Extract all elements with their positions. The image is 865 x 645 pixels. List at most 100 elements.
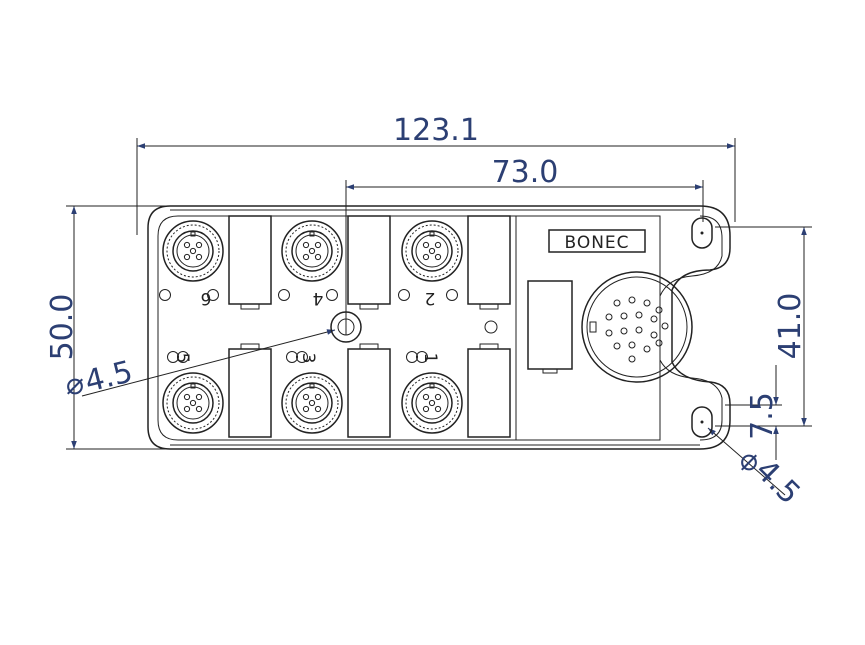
- connector-pin: [650, 315, 658, 323]
- label-slot: [228, 348, 272, 438]
- connector-latch: [527, 280, 573, 374]
- dimension-hole-spacing: 41.0: [715, 226, 812, 427]
- port-pin: [314, 393, 322, 401]
- port-label-5: 5: [172, 353, 192, 364]
- led-indicator: [159, 289, 171, 301]
- label-slot: [467, 348, 511, 438]
- overall-height-label: 50.0: [45, 294, 80, 361]
- port-pin: [428, 247, 436, 255]
- port-pin: [422, 253, 430, 261]
- port-label-2: 2: [425, 288, 436, 308]
- label-slot: [228, 215, 272, 305]
- connector-pin: [613, 299, 621, 307]
- m12-port: [281, 343, 391, 438]
- mount-hole-top: [691, 217, 713, 249]
- port-pin: [302, 241, 310, 249]
- port-label-6: 6: [201, 288, 212, 308]
- brand-label: BONEC: [548, 229, 646, 253]
- port-pin: [422, 241, 430, 249]
- port-pin: [434, 393, 442, 401]
- mount-hole-bottom: [691, 406, 713, 438]
- led-indicator: [398, 289, 410, 301]
- m12-port: [401, 343, 511, 438]
- connector-pin: [613, 342, 621, 350]
- port-pin: [302, 253, 310, 261]
- connector-pin: [605, 329, 613, 337]
- connector-pin: [655, 339, 663, 347]
- port-label-1: 1: [420, 353, 440, 364]
- m12-port: [398, 215, 511, 310]
- port-pin: [302, 405, 310, 413]
- connector-pin: [635, 311, 643, 319]
- m12-port: [162, 343, 272, 438]
- connector-pin: [628, 341, 636, 349]
- connector-pin: [628, 296, 636, 304]
- connector-pin: [635, 326, 643, 334]
- main-multipin-connector: [581, 271, 693, 383]
- housing: [147, 205, 731, 450]
- led-indicator: [326, 289, 338, 301]
- port-pin: [314, 405, 322, 413]
- dimension-hole-offset: 7.5: [725, 365, 782, 460]
- port-pin: [308, 247, 316, 255]
- led-indicator: [416, 351, 428, 363]
- port-pin: [183, 393, 191, 401]
- label-slot: [347, 348, 391, 438]
- port-section-length-label: 73.0: [492, 155, 559, 190]
- port-pin: [195, 241, 203, 249]
- port-pin: [302, 393, 310, 401]
- m12-port: [159, 215, 272, 310]
- center-hole-diameter-label: 4.5: [81, 354, 136, 400]
- hole-offset-label: 7.5: [745, 392, 780, 440]
- port-label-3: 3: [298, 353, 318, 364]
- center-hole-diameter-symbol: ⌀: [66, 367, 84, 402]
- connector-pin: [661, 322, 669, 330]
- connector-pin: [643, 299, 651, 307]
- port-pin: [195, 393, 203, 401]
- port-pin: [434, 253, 442, 261]
- led-indicator: [207, 289, 219, 301]
- port-pin: [422, 393, 430, 401]
- hole-spacing-label: 41.0: [773, 293, 808, 360]
- led-indicator: [177, 351, 189, 363]
- port-pin: [189, 247, 197, 255]
- port-label-4: 4: [313, 288, 324, 308]
- center-mount-hole: [330, 311, 362, 343]
- port-pin: [422, 405, 430, 413]
- connector-pin: [643, 345, 651, 353]
- port-pin: [428, 399, 436, 407]
- connector-pin: [605, 313, 613, 321]
- port-pin: [434, 241, 442, 249]
- connector-pin: [628, 355, 636, 363]
- port-pin: [183, 253, 191, 261]
- dimension-overall-height: 50.0: [45, 205, 200, 450]
- led-indicator: [286, 351, 298, 363]
- io-ports: [159, 215, 511, 438]
- led-indicator: [296, 351, 308, 363]
- port-pin: [434, 405, 442, 413]
- mount-hole-diameter-symbol: ⌀: [740, 443, 758, 478]
- label-slot: [467, 215, 511, 305]
- connector-pin: [620, 327, 628, 335]
- port-pin: [183, 405, 191, 413]
- led-indicator: [446, 289, 458, 301]
- connector-pin: [655, 306, 663, 314]
- led-indicator: [167, 351, 179, 363]
- led-indicator: [406, 351, 418, 363]
- label-slot: [347, 215, 391, 305]
- port-pin: [314, 253, 322, 261]
- dimension-port-section: 73.0: [345, 155, 704, 335]
- connector-pins: [605, 296, 669, 363]
- port-pin: [195, 405, 203, 413]
- brand-text: BONEC: [564, 233, 629, 253]
- connector-pin: [620, 312, 628, 320]
- port-pin: [314, 241, 322, 249]
- overall-length-label: 123.1: [393, 113, 479, 148]
- dimension-center-hole: ⌀ 4.5: [66, 329, 336, 402]
- dimension-overall-length: 123.1: [136, 113, 736, 235]
- led-indicator: [278, 289, 290, 301]
- port-pin: [183, 241, 191, 249]
- led-indicator: [484, 320, 498, 334]
- m12-port: [278, 215, 391, 310]
